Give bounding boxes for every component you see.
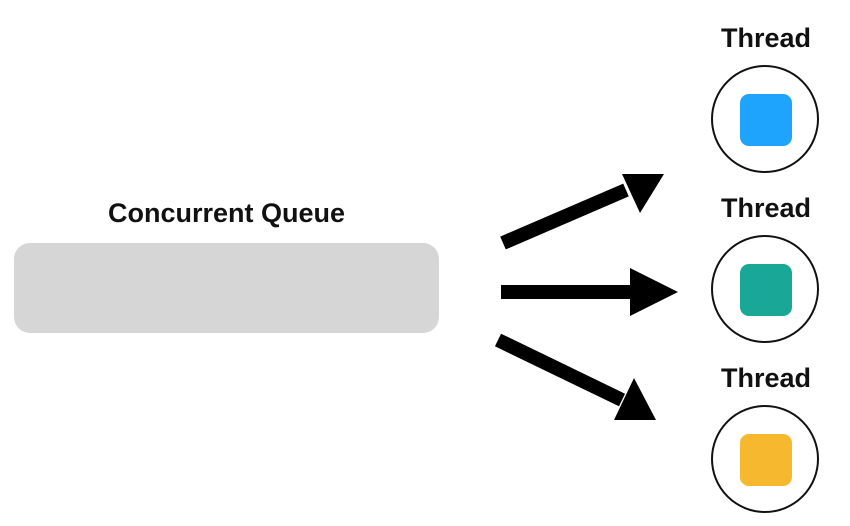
queue-title: Concurrent Queue bbox=[107, 198, 346, 228]
thread-3-task-square bbox=[740, 434, 792, 486]
thread-3-label: Thread bbox=[720, 363, 812, 393]
thread-2-label: Thread bbox=[720, 193, 812, 223]
thread-3-circle bbox=[711, 405, 819, 513]
thread-2-task-square bbox=[740, 264, 792, 316]
arrow-to-thread-2 bbox=[501, 268, 678, 316]
thread-1-label: Thread bbox=[720, 23, 812, 53]
thread-1-circle bbox=[711, 65, 819, 173]
thread-1-task-square bbox=[740, 94, 792, 146]
thread-2-circle bbox=[711, 235, 819, 343]
arrow-to-thread-1 bbox=[500, 174, 664, 250]
arrow-to-thread-3 bbox=[494, 333, 656, 420]
queue-bar bbox=[14, 243, 439, 333]
